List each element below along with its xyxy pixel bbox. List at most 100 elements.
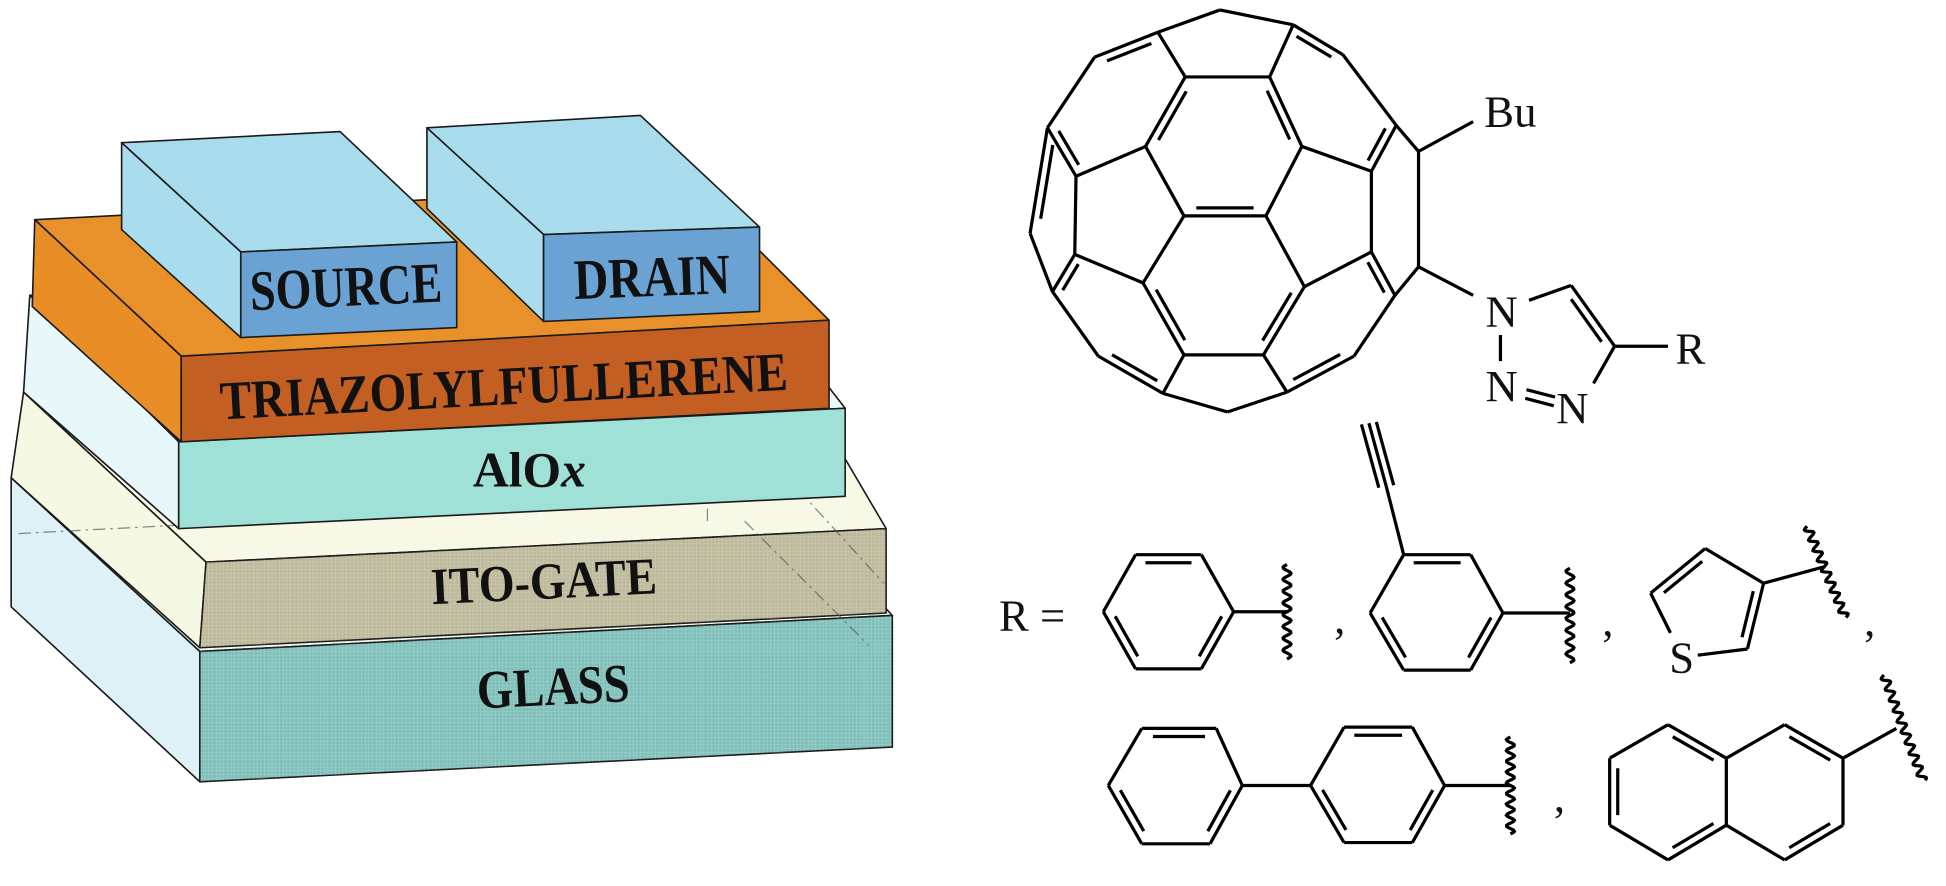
attachment-wavy-line [1281, 563, 1293, 661]
thiophene-s-label: S [1669, 633, 1694, 683]
fullerene-bond [1157, 8, 1221, 34]
r-definition-label: R = [999, 590, 1065, 640]
source-label: SOURCE [248, 252, 443, 324]
fullerene-double-bond [1046, 126, 1078, 178]
double-bond-inner-line [1569, 298, 1603, 343]
triazole-double-bond [1569, 284, 1616, 348]
fullerene-bond [1141, 215, 1186, 284]
biphenyl-ring-b-bond [1309, 726, 1346, 787]
biphenyl-ring-a-bond [1214, 727, 1244, 787]
bu-label: Bu [1484, 87, 1536, 137]
triazole-n2-label: N [1486, 361, 1518, 411]
fullerene-bond [1352, 294, 1397, 358]
substrate-label: GLASS [475, 652, 630, 720]
double-bond-inner-line [1206, 789, 1232, 832]
phenyl-double-bond [1199, 610, 1236, 670]
drain-label: DRAIN [573, 243, 732, 312]
double-bond-inner-line [1057, 130, 1081, 166]
fullerene-bond [1264, 145, 1304, 217]
attachment-wavy-line [1564, 566, 1576, 665]
chemical-structure [1028, 8, 1929, 862]
attachment-wavy-line [1879, 673, 1929, 782]
double-bond-inner-line [1106, 41, 1152, 63]
triazole-double-bond [1526, 388, 1556, 399]
alkyne-bond [1367, 422, 1388, 487]
fullerene-double-bond [1097, 354, 1164, 395]
fullerene-double-bond [1028, 127, 1050, 234]
double-bond-inner-line [1467, 616, 1493, 659]
separator-comma: , [1602, 595, 1613, 645]
phenyl-bond [1199, 553, 1236, 613]
thiophene-double-bond [1649, 547, 1707, 595]
naphthalene-ring-a-bond [1608, 823, 1669, 862]
biphenyl-ring-b-double-bond [1410, 784, 1447, 844]
biphenyl-ring-a-double-bond [1208, 784, 1244, 845]
naphthalene-double-bond [1783, 823, 1844, 862]
structure-labels: Bu N N N R R = S , , , , [999, 87, 1875, 822]
double-bond-inner-line [1157, 90, 1188, 141]
fullerene-bond [1303, 250, 1373, 289]
fullerene-double-bond [1286, 354, 1355, 394]
fullerene-double-bond [1292, 23, 1344, 56]
triazole-double-bond-inner-line [1524, 396, 1555, 408]
thiophene-bond [1649, 592, 1672, 634]
double-bond-inner-line [1380, 616, 1407, 659]
double-bond-inner-line [1265, 90, 1292, 141]
double-bond-inner-line [1039, 144, 1055, 220]
fullerene-bond [1394, 124, 1420, 153]
ethynylphenyl-bond [1368, 553, 1406, 614]
thiophene-bond [1704, 547, 1765, 585]
triazole-bond [1528, 283, 1572, 302]
biphenyl-ring-b-double-bond [1309, 784, 1346, 844]
double-bond-inner-line [1118, 789, 1146, 832]
double-bond-inner-line [1111, 353, 1159, 383]
fullerene-double-bond [1268, 76, 1304, 148]
fullerene-bond [1161, 354, 1186, 395]
fullerene-bond [1156, 31, 1187, 78]
thiophene-attachment-bond [1763, 565, 1824, 585]
drain-electrode [426, 114, 761, 323]
ethynylphenyl-bond [1469, 553, 1505, 614]
dielectric-label: AlOx [473, 442, 586, 497]
ethynylphenyl-double-bond [1469, 612, 1505, 671]
double-bond-inner-line [1366, 127, 1387, 162]
alkyne-bond [1374, 421, 1396, 486]
attachment-wavy-line [1504, 735, 1517, 836]
fullerene-bond [1226, 390, 1288, 414]
fullerene-double-bond [1094, 30, 1159, 59]
biphenyl-ring-a-double-bond [1106, 784, 1144, 845]
biphenyl-ring-a-bond [1106, 727, 1144, 787]
r-group-label: R [1675, 324, 1705, 374]
fullerene-bond [1028, 232, 1054, 293]
fullerene-double-bond [1144, 76, 1187, 148]
fullerene-bond [1341, 53, 1398, 127]
fullerene-bond [1393, 265, 1420, 297]
alkyne-bond [1359, 423, 1381, 489]
double-bond-inner-line [1671, 735, 1715, 762]
fullerene-bond [1268, 24, 1295, 78]
fullerene-bond [1046, 56, 1096, 129]
dielectric-label-base: AlO [473, 442, 561, 497]
triazole-n3-label: N [1556, 383, 1588, 433]
double-bond-inner-line [1740, 590, 1755, 638]
double-bond-inner-line [1113, 615, 1140, 658]
fullerene-bond [1144, 145, 1186, 217]
naphthalene-bond [1725, 823, 1786, 862]
fullerene-double-bond [1141, 282, 1186, 356]
triazole-n1-label: N [1486, 286, 1518, 336]
double-bond-inner-line [1366, 261, 1386, 294]
fullerene-bond [1073, 176, 1078, 255]
fullerene-bond [1162, 391, 1228, 414]
phenyl-double-bond [1101, 610, 1137, 670]
fullerene-double-bond [1369, 251, 1397, 297]
n1-bond [1417, 265, 1474, 297]
naphthalene-attachment-bond [1842, 726, 1898, 760]
double-bond-inner-line [1154, 288, 1187, 341]
ethynylphenyl-double-bond [1368, 612, 1406, 671]
device-stack: SOURCE DRAIN TRIAZOLYLFULLERENE AlOx ITO… [10, 114, 894, 783]
double-bond-inner-line [1321, 789, 1348, 831]
fullerene-bond [1301, 144, 1372, 173]
naphthalene-ring-a-double-bond [1667, 823, 1728, 862]
fullerene-bond [1075, 144, 1147, 178]
